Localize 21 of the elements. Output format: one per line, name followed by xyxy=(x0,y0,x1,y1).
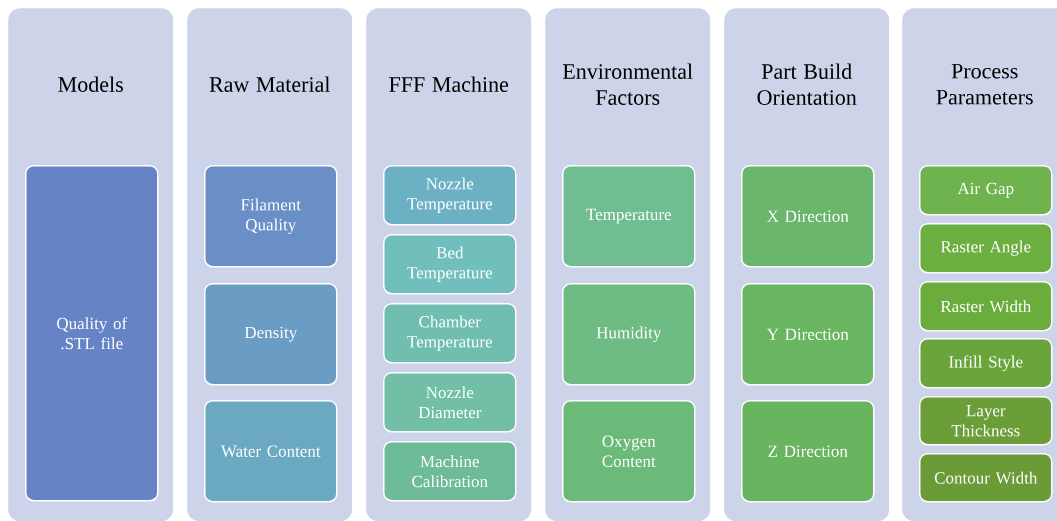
factor-box: Machine Calibration xyxy=(383,441,517,502)
factor-box: Raster Width xyxy=(919,281,1053,332)
factor-box: Y Direction xyxy=(741,283,875,386)
factor-box: Air Gap xyxy=(919,165,1053,216)
factor-box: Z Direction xyxy=(741,400,875,503)
factor-box: Density xyxy=(204,283,338,386)
factor-box: Nozzle Diameter xyxy=(383,372,517,433)
factor-box: Quality of .STL file xyxy=(25,165,159,502)
factor-box: Chamber Temperature xyxy=(383,303,517,364)
factor-box: Contour Width xyxy=(919,453,1053,503)
factor-box: Water Content xyxy=(204,400,338,503)
factor-box: X Direction xyxy=(741,165,875,268)
factor-box: Filament Quality xyxy=(204,165,338,268)
factor-box: Raster Angle xyxy=(919,223,1053,274)
factor-box: Nozzle Temperature xyxy=(383,165,517,226)
factor-box: Layer Thickness xyxy=(919,396,1053,446)
factor-box: Humidity xyxy=(562,283,696,386)
factor-box: Oxygen Content xyxy=(562,400,696,503)
factor-box: Temperature xyxy=(562,165,696,268)
factor-box: Bed Temperature xyxy=(383,234,517,295)
factor-box: Infill Style xyxy=(919,338,1053,389)
